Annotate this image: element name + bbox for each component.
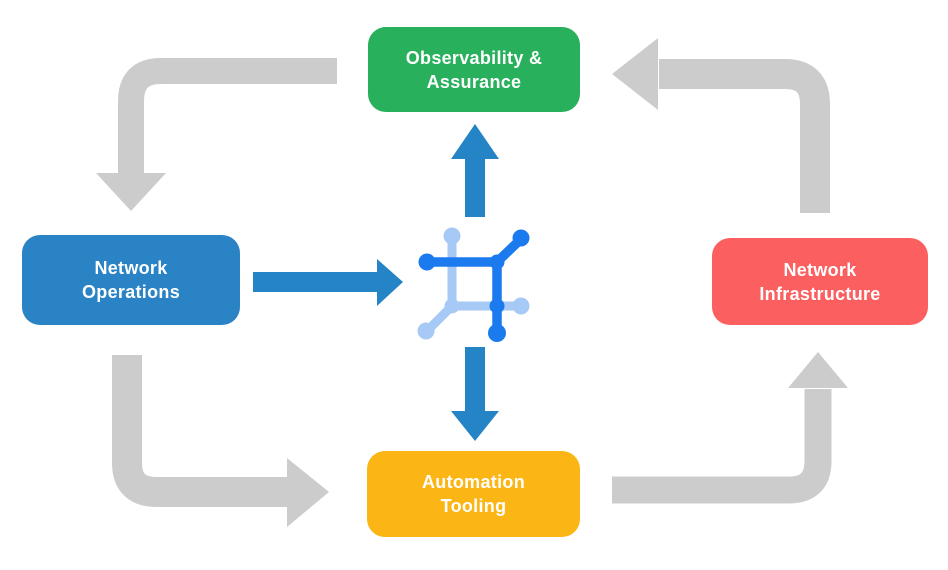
arrow-head-down-icon	[451, 411, 499, 441]
icon-corner-topright-dark	[489, 254, 505, 270]
arrow-shaft	[612, 389, 832, 504]
node-label-line: Network	[783, 259, 857, 280]
node-network-operations: Network Operations	[22, 235, 240, 325]
arrow-head-up-icon	[451, 124, 499, 159]
icon-corner-bottomright-dark	[489, 298, 505, 314]
arrow-shaft	[118, 58, 337, 174]
node-automation-tooling: Automation Tooling	[367, 451, 580, 537]
icon-node-bottomleft-light	[417, 322, 435, 340]
arrow-shaft	[659, 59, 830, 213]
icon-corner-bottomleft-light	[444, 298, 460, 314]
arrow-head-up-icon	[788, 352, 848, 388]
arrow-shaft	[112, 355, 288, 507]
icon-node-bottom-dark	[488, 324, 506, 342]
arrow-operations-to-automation	[112, 355, 329, 527]
arrow-head-right-icon	[377, 259, 403, 306]
node-network-infrastructure: Network Infrastructure	[712, 238, 928, 325]
node-label-line: Infrastructure	[759, 283, 881, 304]
icon-node-left-dark	[418, 253, 436, 271]
icon-node-right-light	[512, 297, 530, 315]
arrow-head-right-icon	[287, 458, 329, 527]
node-label-line: Automation	[422, 472, 525, 492]
arrow-operations-to-center	[253, 259, 403, 306]
node-observability-assurance: Observability & Assurance	[368, 27, 580, 112]
arrow-head-left-icon	[612, 38, 658, 110]
node-label-line: Operations	[81, 282, 181, 302]
arrow-head-down-icon	[96, 173, 166, 211]
arrow-automation-to-infrastructure	[612, 352, 848, 504]
network-mesh-icon	[417, 227, 530, 342]
arrow-center-to-observability	[451, 124, 499, 217]
icon-node-topright-dark	[512, 229, 530, 247]
node-label-line: Observability &	[405, 47, 543, 68]
node-label-line: Tooling	[440, 496, 507, 516]
arrow-center-to-automation	[451, 347, 499, 441]
node-label-line: Network	[94, 258, 168, 278]
node-label-line: Assurance	[426, 71, 522, 92]
arrow-infrastructure-to-observability	[612, 38, 830, 213]
icon-node-top-light	[443, 227, 461, 245]
arrow-observability-to-operations	[96, 58, 337, 211]
